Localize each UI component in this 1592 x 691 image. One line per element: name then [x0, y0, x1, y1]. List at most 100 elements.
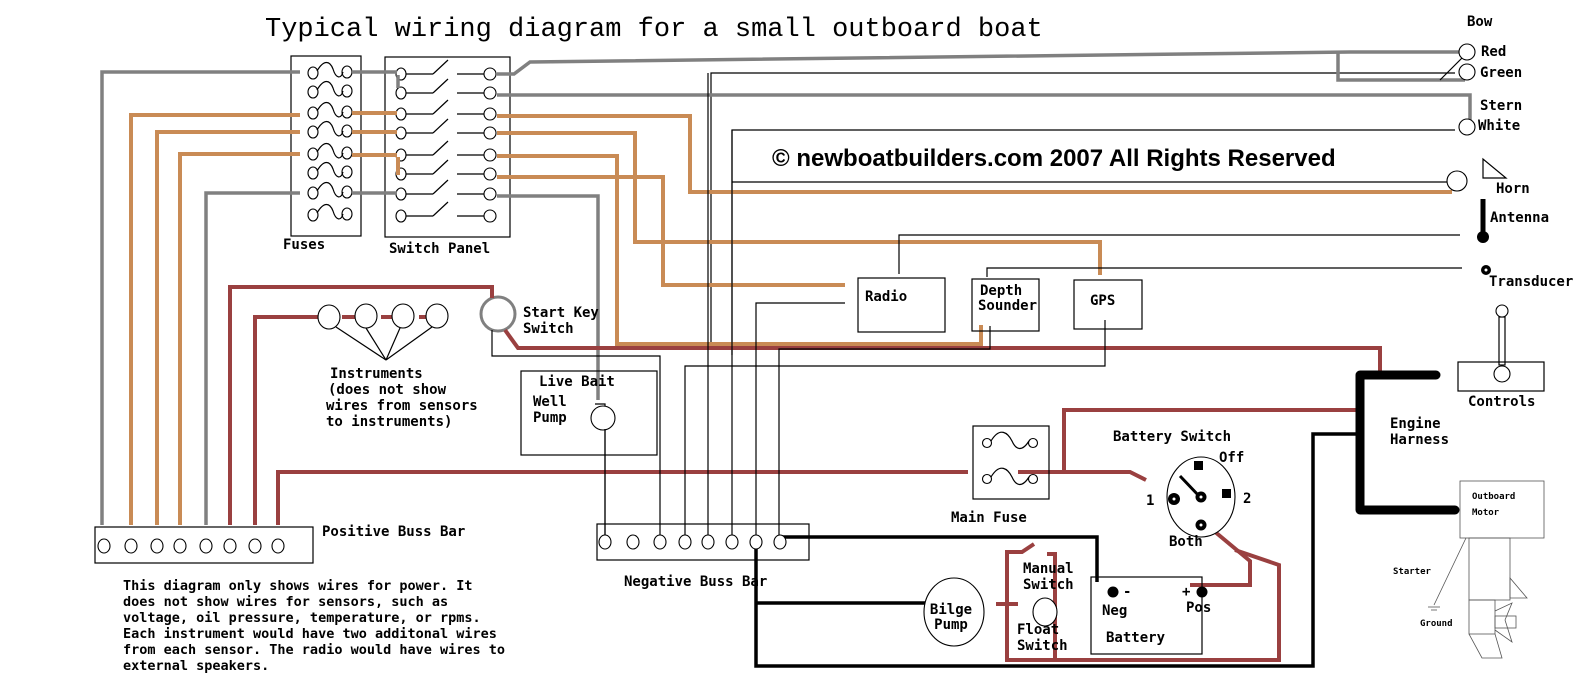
switch-panel-label: Switch Panel	[389, 241, 490, 257]
fuses-label: Fuses	[283, 237, 325, 253]
engine-harness-cable	[1355, 370, 1460, 515]
throttle-controls-icon	[1457, 304, 1545, 392]
outboard-label-2: Motor	[1472, 508, 1500, 518]
bow-label: Bow	[1467, 14, 1493, 30]
terminal-icon	[598, 534, 612, 550]
transducer-icon	[1481, 265, 1491, 275]
plus-label: +	[1182, 584, 1190, 600]
nav-lights	[1458, 43, 1476, 136]
outboard-motor-icon	[1428, 480, 1545, 659]
terminal-icon	[150, 538, 164, 554]
gauge-icon	[354, 303, 378, 329]
main-fuse-label: Main Fuse	[951, 510, 1027, 526]
note-line: voltage, oil pressure, temperature, or r…	[123, 610, 481, 626]
radio-label: Radio	[865, 289, 907, 305]
terminal-icon	[626, 534, 640, 550]
float-switch-label-2: Switch	[1017, 638, 1068, 654]
live-bait-label-2: Well	[533, 394, 567, 410]
toggle-switch-icon	[395, 59, 497, 81]
gauge-icon	[425, 303, 449, 329]
gps-label: GPS	[1090, 293, 1115, 309]
toggle-switch-icon	[395, 118, 497, 140]
instruments-label-2: (does not show	[328, 382, 447, 398]
accessory-wires	[129, 111, 1452, 525]
fuse-icon	[307, 120, 353, 139]
positive-buss-bar	[94, 526, 314, 564]
terminal-icon	[773, 534, 787, 550]
engine-harness-label-2: Harness	[1390, 432, 1449, 448]
battery-switch-2-label: 2	[1243, 491, 1251, 507]
antenna-icon	[1477, 199, 1489, 243]
lighting-wires	[100, 50, 1472, 525]
terminal-icon	[124, 538, 138, 554]
terminal-icon	[701, 534, 715, 550]
fuse-icon	[307, 203, 353, 222]
depth-label-1: Depth	[980, 283, 1022, 299]
terminal-icon	[653, 534, 667, 550]
note-line: does not show wires for sensors, such as	[123, 594, 448, 610]
live-bait-label-3: Pump	[533, 410, 567, 426]
instrument-gauges	[317, 303, 449, 361]
terminal-icon	[173, 538, 187, 554]
red-label: Red	[1481, 44, 1506, 60]
float-switch-icon	[1032, 597, 1058, 627]
outboard-label-1: Outboard	[1472, 492, 1515, 502]
terminal-icon	[248, 538, 262, 554]
battery-switch-both-label: Both	[1169, 534, 1203, 550]
start-key-label-2: Switch	[523, 321, 574, 337]
ground-wires	[491, 53, 1467, 668]
battery-label: Battery	[1106, 630, 1166, 646]
fuse-block	[290, 55, 362, 237]
toggle-switch-icon	[395, 201, 497, 223]
ground-label: Ground	[1420, 619, 1453, 629]
toggle-switch-icon	[395, 179, 497, 201]
battery-box	[1090, 576, 1203, 655]
instruments-label-3: wires from sensors	[326, 398, 478, 414]
neg-label: Neg	[1102, 603, 1127, 619]
copyright-notice: © newboatbuilders.com 2007 All Rights Re…	[772, 145, 1336, 172]
gps-box	[1073, 279, 1143, 330]
toggle-switch-icon	[395, 78, 497, 100]
terminal-icon	[223, 538, 237, 554]
note-line: from each sensor. The radio would have w…	[123, 642, 505, 658]
radio-box	[857, 277, 946, 333]
minus-label: -	[1123, 584, 1131, 600]
float-switch-label-1: Float	[1017, 622, 1059, 638]
manual-switch-label-1: Manual	[1023, 561, 1074, 577]
fuse-icon	[307, 142, 353, 161]
green-light-icon	[1458, 63, 1476, 81]
terminal-icon	[749, 534, 763, 550]
terminal-icon	[678, 534, 692, 550]
negative-buss-bar-label: Negative Buss Bar	[624, 574, 767, 590]
starter-label: Starter	[1393, 567, 1432, 577]
fuse-icon	[307, 161, 353, 180]
live-bait-pump-box	[520, 370, 658, 456]
engine-harness-label-1: Engine	[1390, 416, 1441, 432]
pump-icon	[590, 405, 616, 431]
manual-switch-label-2: Switch	[1023, 577, 1074, 593]
antenna-label: Antenna	[1490, 210, 1549, 226]
battery-switch-1-label: 1	[1146, 493, 1154, 509]
terminal-icon	[199, 538, 213, 554]
battery-negative-terminal	[1107, 586, 1119, 598]
switch-panel	[384, 56, 511, 238]
controls-label: Controls	[1468, 394, 1535, 410]
horn-label: Horn	[1496, 181, 1530, 197]
explanatory-note: This diagram only shows wires for power.…	[123, 578, 505, 674]
red-light-icon	[1458, 43, 1476, 61]
toggle-switch-icon	[395, 140, 497, 162]
note-line: This diagram only shows wires for power.…	[123, 578, 473, 594]
live-bait-label-1: Live Bait	[539, 374, 615, 390]
bilge-label-2: Pump	[934, 617, 968, 633]
bilge-pump-icon	[923, 577, 985, 647]
start-key-label-1: Start Key	[523, 305, 599, 321]
diagram-title: Typical wiring diagram for a small outbo…	[265, 15, 1043, 45]
toggle-switch-icon	[395, 159, 497, 181]
depth-label-2: Sounder	[978, 298, 1037, 314]
battery-switch-label: Battery Switch	[1113, 429, 1231, 445]
green-label: Green	[1480, 65, 1522, 81]
instruments-label-1: Instruments	[330, 366, 423, 382]
fuse-icon	[307, 101, 353, 120]
negative-buss-bar	[596, 523, 810, 561]
